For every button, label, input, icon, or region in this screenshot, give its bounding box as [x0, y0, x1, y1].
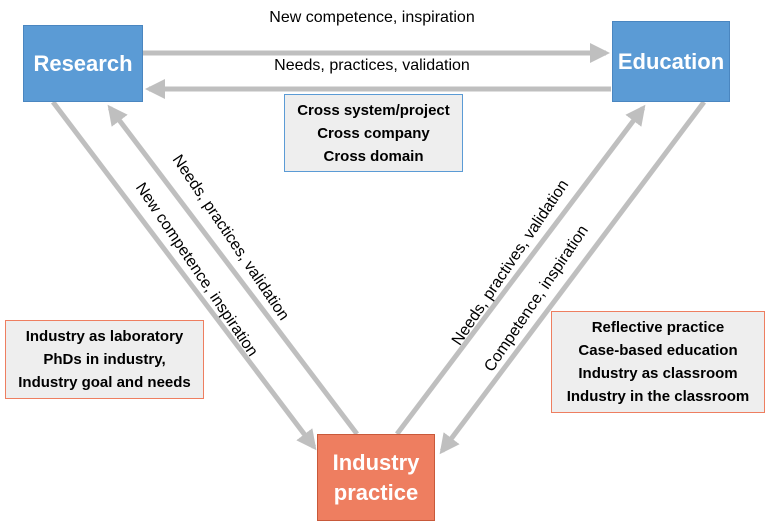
right-box-line: Case-based education	[578, 342, 738, 359]
arrow-education-to-industry	[439, 100, 706, 455]
left-box-line: Industry as laboratory	[25, 328, 184, 345]
education-industry-box: Reflective practice Case-based education…	[551, 311, 765, 413]
cross-box-line: Cross company	[317, 124, 430, 142]
arrow-industry-to-research	[107, 104, 359, 436]
industry-node-line-2: practice	[333, 479, 419, 505]
left-box-line: PhDs in industry,	[43, 351, 166, 368]
cross-scope-box: Cross system/project Cross company Cross…	[284, 94, 463, 172]
cross-box-line: Cross domain	[323, 147, 424, 165]
left-box-line: Industry goal and needs	[18, 374, 191, 391]
arrow-research-to-industry	[51, 100, 317, 451]
right-box-line: Industry in the classroom	[566, 388, 750, 405]
industry-node-line-1: Industry	[332, 449, 420, 475]
arrow-industry-to-education	[395, 104, 646, 436]
label-research-to-education: New competence, inspiration	[269, 9, 475, 26]
research-node: Research	[23, 25, 143, 102]
education-node: Education	[612, 21, 730, 102]
research-industry-box: Industry as laboratory PhDs in industry,…	[5, 320, 204, 399]
right-box-line: Reflective practice	[591, 319, 725, 336]
label-education-to-research: Needs, practices, validation	[274, 57, 470, 74]
right-box-line: Industry as classroom	[578, 365, 738, 382]
cross-box-line: Cross system/project	[297, 101, 450, 119]
industry-practice-node: Industry practice	[317, 434, 435, 521]
